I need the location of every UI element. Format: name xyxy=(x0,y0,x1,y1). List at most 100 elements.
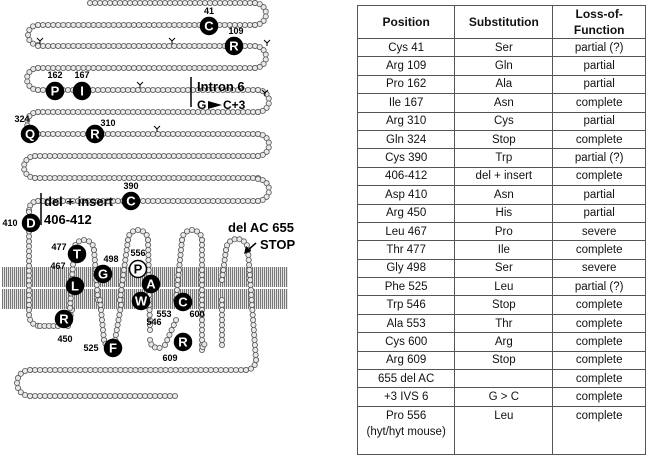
amino-acid-bead xyxy=(252,346,259,353)
cell-position: +3 IVS 6 xyxy=(356,387,456,407)
amino-acid-bead xyxy=(210,152,217,159)
amino-acid-bead xyxy=(221,21,228,28)
arrow-right-icon xyxy=(208,101,222,109)
amino-acid-bead xyxy=(105,43,112,50)
marker-letter: R xyxy=(90,127,100,142)
amino-acid-bead xyxy=(239,197,246,204)
amino-acid-bead xyxy=(260,17,267,24)
amino-acid-bead xyxy=(90,43,97,50)
amino-acid-bead xyxy=(225,174,232,181)
amino-acid-bead xyxy=(166,331,173,338)
marker-position-label: 167 xyxy=(74,70,89,80)
cell-loss-of-function: partial xyxy=(552,111,646,131)
amino-acid-bead xyxy=(171,43,178,50)
amino-acid-bead xyxy=(242,366,249,373)
amino-acid-bead xyxy=(244,197,251,204)
amino-acid-bead xyxy=(180,231,187,238)
amino-acid-bead xyxy=(240,174,247,181)
amino-acid-bead xyxy=(181,65,188,72)
amino-acid-bead xyxy=(75,130,82,137)
amino-acid-bead xyxy=(110,21,117,28)
amino-acid-bead xyxy=(216,0,223,6)
amino-acid-bead xyxy=(67,392,74,399)
amino-acid-bead xyxy=(17,389,24,396)
amino-acid-bead xyxy=(32,152,39,159)
cell-substitution: Stop xyxy=(454,129,554,150)
amino-acid-bead xyxy=(246,266,253,273)
amino-acid-bead xyxy=(107,392,114,399)
amino-acid-bead xyxy=(125,65,132,72)
amino-acid-bead xyxy=(201,0,208,6)
amino-acid-bead xyxy=(156,344,163,351)
amino-acid-bead xyxy=(189,130,196,137)
amino-acid-bead xyxy=(249,306,256,313)
amino-acid-bead xyxy=(99,321,106,328)
amino-acid-bead xyxy=(91,152,98,159)
amino-acid-bead xyxy=(175,266,182,273)
amino-acid-bead xyxy=(248,291,255,298)
amino-acid-bead xyxy=(129,109,136,116)
amino-acid-bead xyxy=(91,174,98,181)
amino-acid-bead xyxy=(151,392,158,399)
cell-position: 406-412 xyxy=(356,166,456,187)
amino-acid-bead xyxy=(178,241,185,248)
amino-acid-bead xyxy=(17,370,24,377)
amino-acid-bead xyxy=(262,51,269,58)
amino-acid-bead xyxy=(30,66,37,73)
amino-acid-bead xyxy=(111,174,118,181)
amino-acid-bead xyxy=(140,65,147,72)
amino-acid-bead xyxy=(219,271,226,278)
amino-acid-bead xyxy=(194,130,201,137)
amino-acid-bead xyxy=(244,130,251,137)
arrow-down-left-icon xyxy=(244,246,251,254)
amino-acid-bead xyxy=(247,281,254,288)
amino-acid-bead xyxy=(119,276,126,283)
amino-acid-bead xyxy=(117,306,124,313)
amino-acid-bead xyxy=(156,65,163,72)
amino-acid-bead xyxy=(231,236,238,243)
amino-acid-bead xyxy=(71,152,78,159)
amino-acid-bead xyxy=(129,130,136,137)
amino-acid-bead xyxy=(240,152,247,159)
amino-acid-bead xyxy=(86,174,93,181)
amino-acid-bead xyxy=(51,152,58,159)
amino-acid-bead xyxy=(220,152,227,159)
cell-loss-of-function: complete xyxy=(552,313,646,334)
amino-acid-bead xyxy=(246,0,253,6)
amino-acid-bead xyxy=(89,241,96,248)
amino-acid-bead xyxy=(67,304,74,311)
amino-acid-bead xyxy=(52,366,59,373)
amino-acid-bead xyxy=(47,366,54,373)
amino-acid-bead xyxy=(105,130,112,137)
amino-acid-bead xyxy=(102,0,109,6)
amino-acid-bead xyxy=(201,43,208,50)
amino-acid-bead xyxy=(146,21,153,28)
amino-acid-bead xyxy=(61,174,68,181)
amino-acid-bead xyxy=(25,302,32,309)
amino-acid-bead xyxy=(69,266,76,273)
cell-position: Pro 162 xyxy=(356,74,456,95)
marker-letter: C xyxy=(126,194,136,209)
amino-acid-bead xyxy=(176,261,183,268)
amino-acid-bead xyxy=(198,241,205,248)
amino-acid-bead xyxy=(198,331,205,338)
amino-acid-bead xyxy=(124,241,131,248)
mutation-markers: C41R109P162I167R310Q324C390D410R450L467T… xyxy=(2,6,243,363)
amino-acid-bead xyxy=(198,321,205,328)
amino-acid-bead xyxy=(216,43,223,50)
amino-acid-bead xyxy=(161,65,168,72)
amino-acid-bead xyxy=(251,43,258,50)
amino-acid-bead xyxy=(14,384,21,391)
amino-acid-bead xyxy=(250,321,257,328)
header-loss-of-function: Loss-of-Function xyxy=(552,5,646,39)
amino-acid-bead xyxy=(131,152,138,159)
amino-acid-bead xyxy=(24,73,31,80)
amino-acid-bead xyxy=(101,174,108,181)
amino-acid-bead xyxy=(76,238,83,245)
